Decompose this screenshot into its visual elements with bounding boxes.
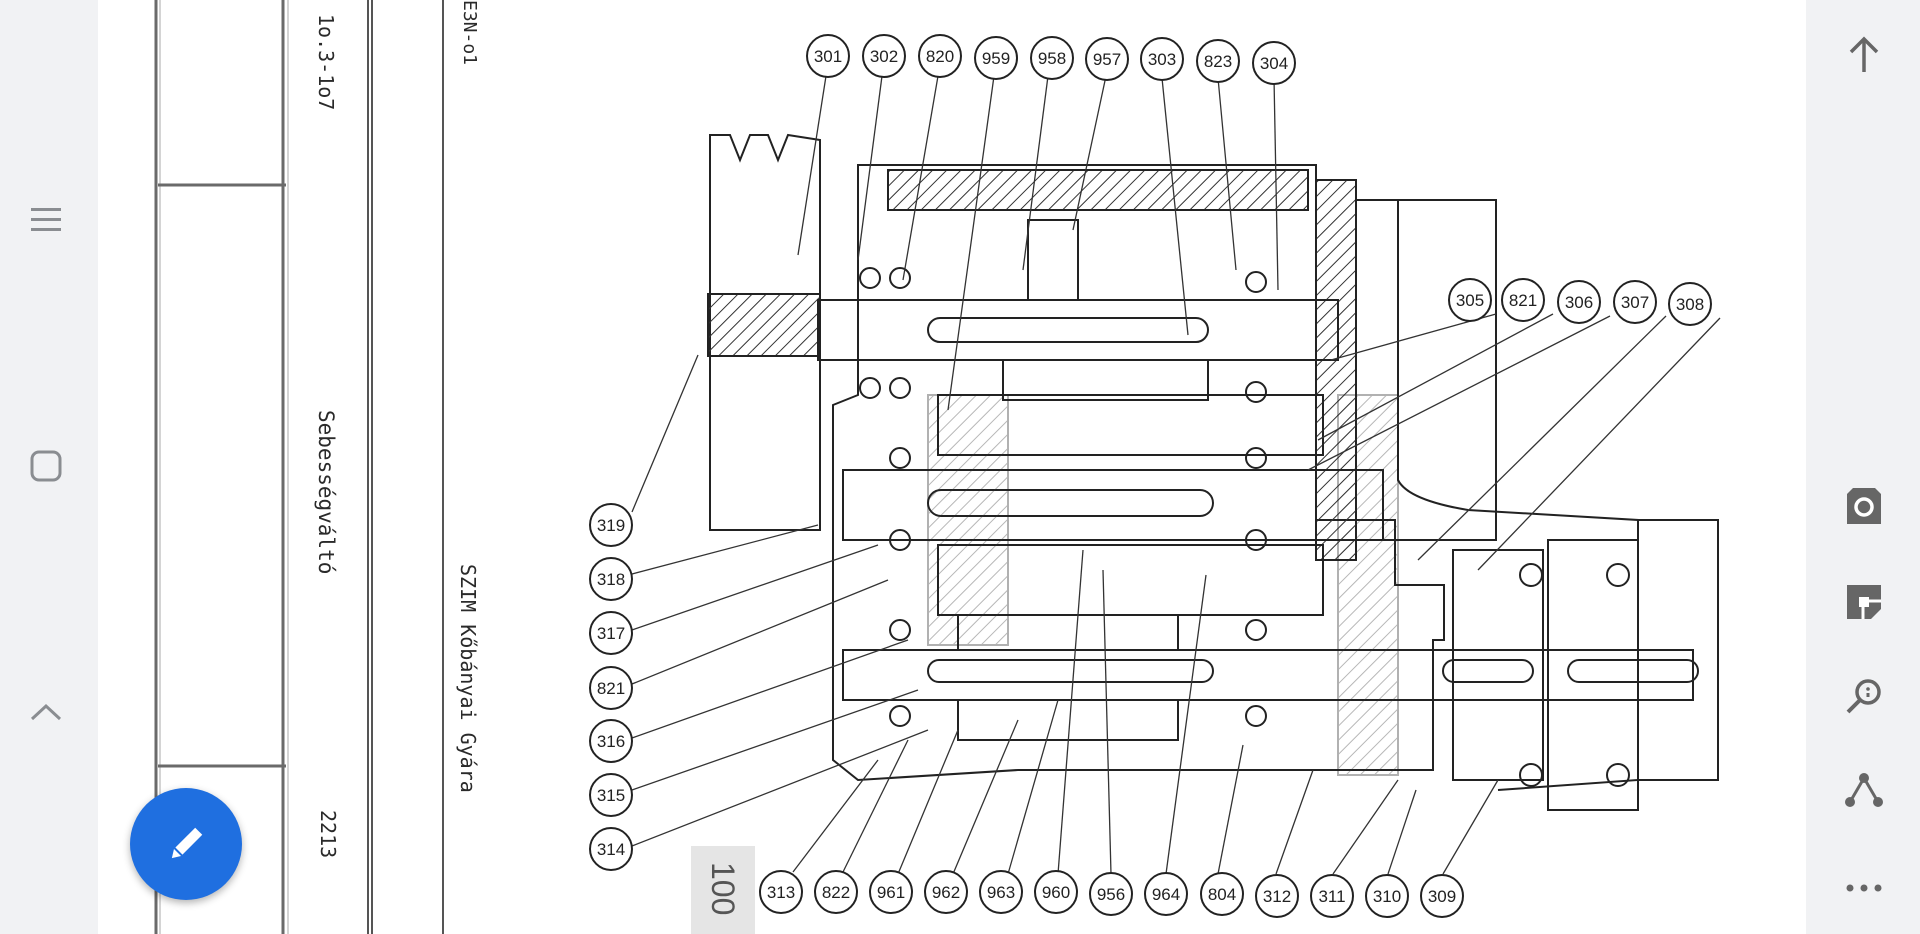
arrow-up-icon bbox=[1849, 36, 1879, 72]
title-block-frame bbox=[154, 0, 444, 934]
camera-button[interactable] bbox=[1834, 476, 1894, 536]
callout-317: 317 bbox=[597, 624, 625, 643]
callout-821-left: 821 bbox=[597, 679, 625, 698]
callout-303: 303 bbox=[1148, 50, 1176, 69]
callout-319: 319 bbox=[597, 516, 625, 535]
callout-311: 311 bbox=[1318, 887, 1345, 906]
callout-959: 959 bbox=[982, 49, 1010, 68]
home-button[interactable] bbox=[16, 436, 76, 496]
scroll-top-button[interactable] bbox=[1834, 24, 1894, 84]
collapse-button[interactable] bbox=[16, 682, 76, 742]
callout-804: 804 bbox=[1208, 885, 1236, 904]
callout-314: 314 bbox=[597, 840, 625, 859]
callout-312: 312 bbox=[1263, 887, 1291, 906]
callout-315: 315 bbox=[597, 786, 625, 805]
callout-316: 316 bbox=[597, 732, 625, 751]
callout-304: 304 bbox=[1260, 54, 1288, 73]
callout-820: 820 bbox=[926, 47, 954, 66]
callout-301: 301 bbox=[814, 47, 842, 66]
document-page[interactable]: 1o.3-1o7 Sebességváltó 2213 E3N-o1 SZIM … bbox=[98, 0, 1806, 934]
left-navigation-rail bbox=[0, 0, 98, 934]
more-dots-icon bbox=[1846, 884, 1882, 892]
callout-823: 823 bbox=[1204, 52, 1232, 71]
callout-961: 961 bbox=[877, 883, 905, 902]
chevron-up-icon bbox=[30, 703, 62, 721]
page-number-label: 100 bbox=[705, 862, 741, 916]
callout-313: 313 bbox=[767, 883, 795, 902]
edit-fab-button[interactable] bbox=[130, 788, 242, 900]
pencil-icon bbox=[171, 827, 203, 859]
more-options-button[interactable] bbox=[1834, 858, 1894, 918]
page-number-indicator: 100 bbox=[691, 846, 755, 934]
callout-318: 318 bbox=[597, 570, 625, 589]
callout-964: 964 bbox=[1152, 885, 1180, 904]
menu-button[interactable] bbox=[16, 190, 76, 250]
callout-307: 307 bbox=[1621, 293, 1649, 312]
gearbox-technical-drawing: 301 302 820 959 958 957 303 823 304 305 … bbox=[589, 34, 1721, 918]
share-button[interactable] bbox=[1834, 760, 1894, 820]
callout-302: 302 bbox=[870, 47, 898, 66]
bookmark-button[interactable] bbox=[1834, 572, 1894, 632]
callout-962: 962 bbox=[932, 883, 960, 902]
search-icon bbox=[1846, 679, 1881, 714]
callout-958: 958 bbox=[1038, 49, 1066, 68]
bookmark-icon bbox=[1847, 585, 1881, 619]
callout-305: 305 bbox=[1456, 291, 1484, 310]
right-action-rail bbox=[1806, 0, 1920, 934]
callout-960: 960 bbox=[1042, 883, 1070, 902]
hamburger-menu-icon bbox=[31, 208, 61, 231]
callout-310: 310 bbox=[1373, 887, 1401, 906]
callout-821-right: 821 bbox=[1509, 291, 1537, 310]
callout-822: 822 bbox=[822, 883, 850, 902]
search-button[interactable] bbox=[1834, 666, 1894, 726]
callout-963: 963 bbox=[987, 883, 1015, 902]
share-icon bbox=[1845, 773, 1883, 807]
callout-956: 956 bbox=[1097, 885, 1125, 904]
callout-957: 957 bbox=[1093, 50, 1121, 69]
camera-icon bbox=[1847, 488, 1881, 524]
callout-306: 306 bbox=[1565, 293, 1593, 312]
callout-309: 309 bbox=[1428, 887, 1456, 906]
square-home-icon bbox=[30, 450, 62, 482]
callout-308: 308 bbox=[1676, 295, 1704, 314]
